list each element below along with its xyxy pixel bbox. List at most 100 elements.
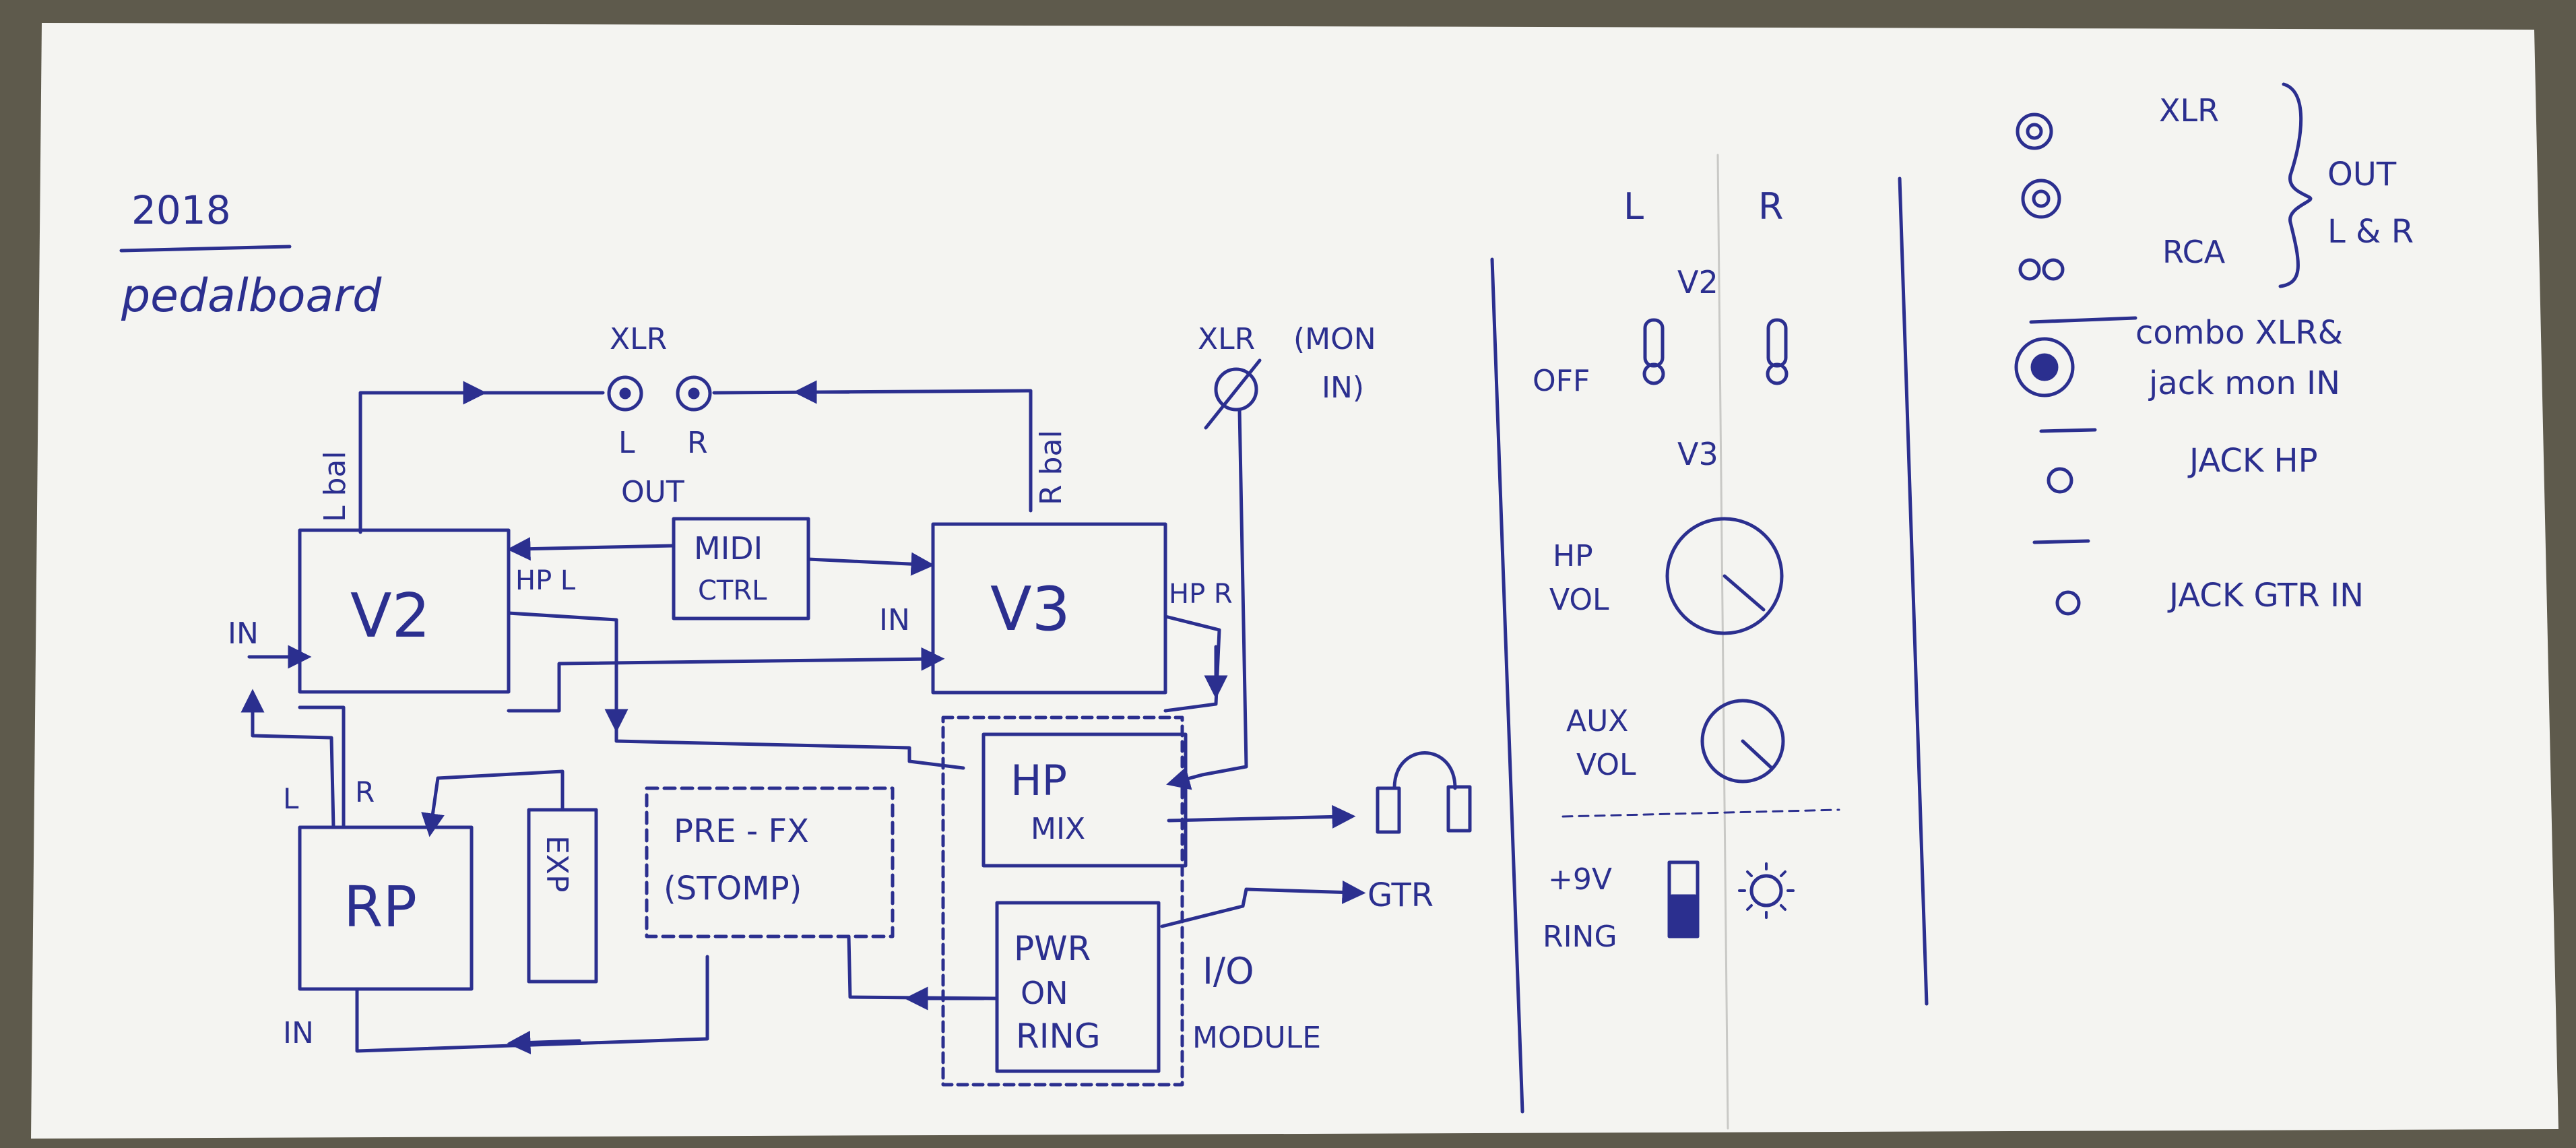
prefx-block [645, 786, 895, 938]
v2-to-v3-wire [507, 647, 945, 713]
panel-left-edge [1490, 257, 1524, 1114]
mon-in-label-2: IN) [1322, 371, 1364, 405]
xlr-mon-slash [1204, 358, 1262, 430]
rp-r-to-v2 [298, 705, 346, 829]
v2-r-toggle-switch[interactable] [1766, 318, 1789, 385]
v3-in-label: IN [879, 603, 910, 637]
io-module-enclosure [941, 715, 1184, 1087]
hp-r-label: HP R [1169, 579, 1233, 610]
panel-right-edge [1898, 177, 1929, 1006]
prefx-label-2: (STOMP) [664, 870, 802, 907]
hpmix-block [981, 732, 1188, 868]
prefx-label-1: PRE - FX [674, 812, 809, 850]
panel-col-r: R [1758, 185, 1784, 228]
legend-jack-gtr: JACK GTR IN [2167, 577, 2364, 614]
v2-block [298, 528, 511, 694]
title-divider [119, 245, 292, 253]
jack-gtr-icon [2055, 590, 2081, 616]
legend-xlr: XLR [2159, 92, 2219, 129]
xlr-top-label: XLR [610, 322, 667, 356]
legend-divider [2029, 316, 2137, 324]
legend-brace [2278, 82, 2313, 288]
rca-pair-icon [2018, 258, 2065, 281]
r-bal-label: R bal [1034, 430, 1068, 505]
rp-return-arrow [507, 1030, 581, 1054]
midi-ctrl-block [672, 517, 810, 620]
xlr-out-r-pin [688, 387, 700, 400]
hp-vol-knob[interactable] [1665, 517, 1784, 635]
panel-v2-label: V2 [1677, 264, 1718, 300]
xlr-out-l-pin [619, 387, 631, 400]
legend-jack-hp: JACK HP [2187, 442, 2318, 480]
ring-power-switch[interactable] [1667, 860, 1700, 938]
xlr-connector-icon-2 [2021, 179, 2061, 219]
v2-l-toggle-switch[interactable] [1642, 318, 1665, 385]
out-l-label: L [618, 426, 635, 460]
hp-out-wire [1167, 804, 1356, 829]
io-label-1: I/O [1202, 950, 1254, 992]
v2-block-label: V2 [350, 581, 430, 651]
legend-combo-1: combo XLR& [2135, 314, 2343, 352]
panel-off-label: OFF [1533, 364, 1590, 398]
year-label: 2018 [131, 187, 231, 233]
page-title: pedalboard [121, 269, 382, 323]
rp-block [298, 825, 474, 991]
hpmix-label-1: HP [1010, 756, 1067, 805]
exp-block-label: EXP [540, 835, 574, 892]
ring-switch-label-2: RING [1543, 920, 1617, 954]
midi-label-2: CTRL [698, 575, 767, 606]
panel-dashed-divider [1561, 808, 1840, 818]
legend-lr: L & R [2327, 213, 2414, 251]
v2-in-label: IN [228, 616, 259, 651]
rp-return-wire [355, 955, 709, 1053]
legend-out: OUT [2327, 156, 2397, 193]
rp-l-to-v2 [240, 689, 335, 829]
midi-to-v3 [806, 552, 935, 576]
v3-block [931, 522, 1167, 695]
out-label: OUT [621, 475, 684, 509]
xlr-mon-label: XLR [1198, 322, 1255, 356]
hp-vol-label-2: VOL [1549, 583, 1609, 617]
v3-block-label: V3 [990, 574, 1070, 645]
hp-l-wire [507, 611, 965, 770]
hp-l-label: HP L [515, 565, 576, 596]
pwr-ring-block [995, 901, 1161, 1073]
rp-in-label: IN [283, 1016, 314, 1050]
gtr-wire [1160, 880, 1366, 928]
l-bal-label: L bal [318, 451, 352, 522]
xlr-out-r-jack [676, 375, 712, 412]
panel-centerline [1716, 154, 1729, 1130]
legend-rca: RCA [2162, 234, 2226, 270]
headphones-icon [1376, 751, 1472, 834]
power-led-icon [1738, 862, 1795, 919]
xlr-connector-icon [2016, 113, 2053, 150]
aux-vol-knob[interactable] [1700, 699, 1785, 784]
xlr-out-l-jack [607, 375, 643, 412]
midi-to-v2 [507, 537, 676, 561]
paper-sheet [31, 23, 2558, 1139]
legend-divider [2032, 539, 2090, 544]
rp-r-label: R [355, 775, 375, 808]
jack-hp-icon [2047, 467, 2073, 494]
rp-l-label: L [283, 782, 299, 815]
io-label-2: MODULE [1192, 1021, 1321, 1055]
out-r-label: R [687, 426, 708, 460]
exp-to-rp [421, 769, 565, 837]
combo-jack-icon [2014, 337, 2075, 397]
pwr-label-2: ON [1021, 975, 1068, 1011]
rp-block-label: RP [344, 874, 417, 940]
aux-vol-label-2: VOL [1576, 748, 1636, 782]
ring-switch-label-1: +9V [1548, 862, 1612, 897]
gtr-label: GTR [1367, 876, 1434, 914]
mon-in-label-1: (MON [1293, 322, 1376, 356]
hpmix-label-2: MIX [1031, 812, 1085, 846]
hp-vol-label-1: HP [1553, 539, 1593, 573]
pwr-label-1: PWR [1014, 929, 1091, 968]
legend-combo-2: jack mon IN [2148, 364, 2340, 402]
xlr-mon-in-jack [1214, 367, 1258, 412]
panel-col-l: L [1623, 185, 1644, 228]
mon-in-wire [1166, 408, 1248, 790]
left-balanced-line [358, 391, 605, 534]
legend-divider [2039, 428, 2097, 433]
